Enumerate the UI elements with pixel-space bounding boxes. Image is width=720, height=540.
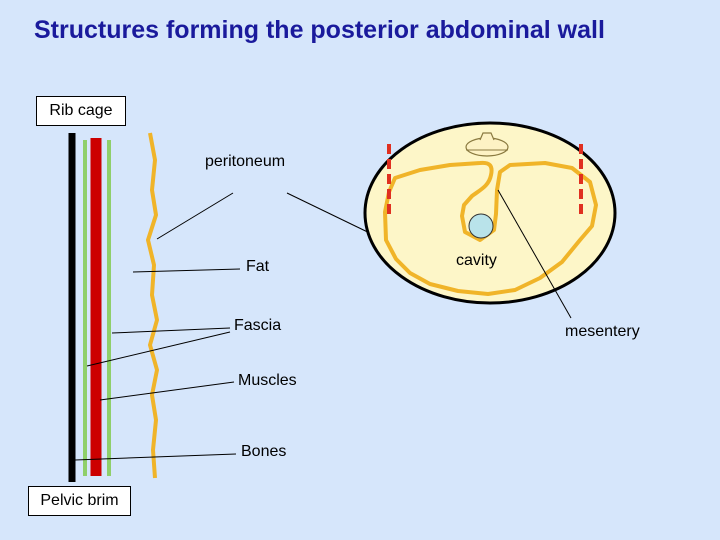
fat-leader — [132, 268, 241, 273]
cavity-label: cavity — [456, 252, 497, 269]
aorta-icon — [468, 213, 494, 239]
peritoneum-leader-right — [286, 192, 381, 239]
page-title: Structures forming the posterior abdomin… — [34, 16, 605, 44]
fascia-leader-2 — [86, 331, 231, 367]
fascia-label: Fascia — [234, 317, 282, 334]
vertebra-icon — [465, 137, 509, 157]
bones-label: Bones — [241, 443, 287, 460]
mesentery-label: mesentery — [565, 323, 640, 340]
rib-cage-label: Rib cage — [36, 96, 126, 126]
peritoneal-sac — [383, 160, 598, 296]
peritoneum-leader-left — [156, 192, 234, 240]
fascia-leader-1 — [111, 327, 231, 334]
spinous-process-icon — [479, 132, 495, 141]
pelvic-brim-label: Pelvic brim — [28, 486, 131, 516]
mesentery-leader — [497, 189, 572, 319]
fat-label: Fat — [246, 258, 270, 275]
muscles-label: Muscles — [238, 372, 297, 389]
muscles-leader — [99, 381, 235, 401]
peritoneum-wall-line — [146, 132, 159, 479]
bones-leader — [74, 453, 237, 461]
peritoneum-label: peritoneum — [205, 153, 286, 170]
